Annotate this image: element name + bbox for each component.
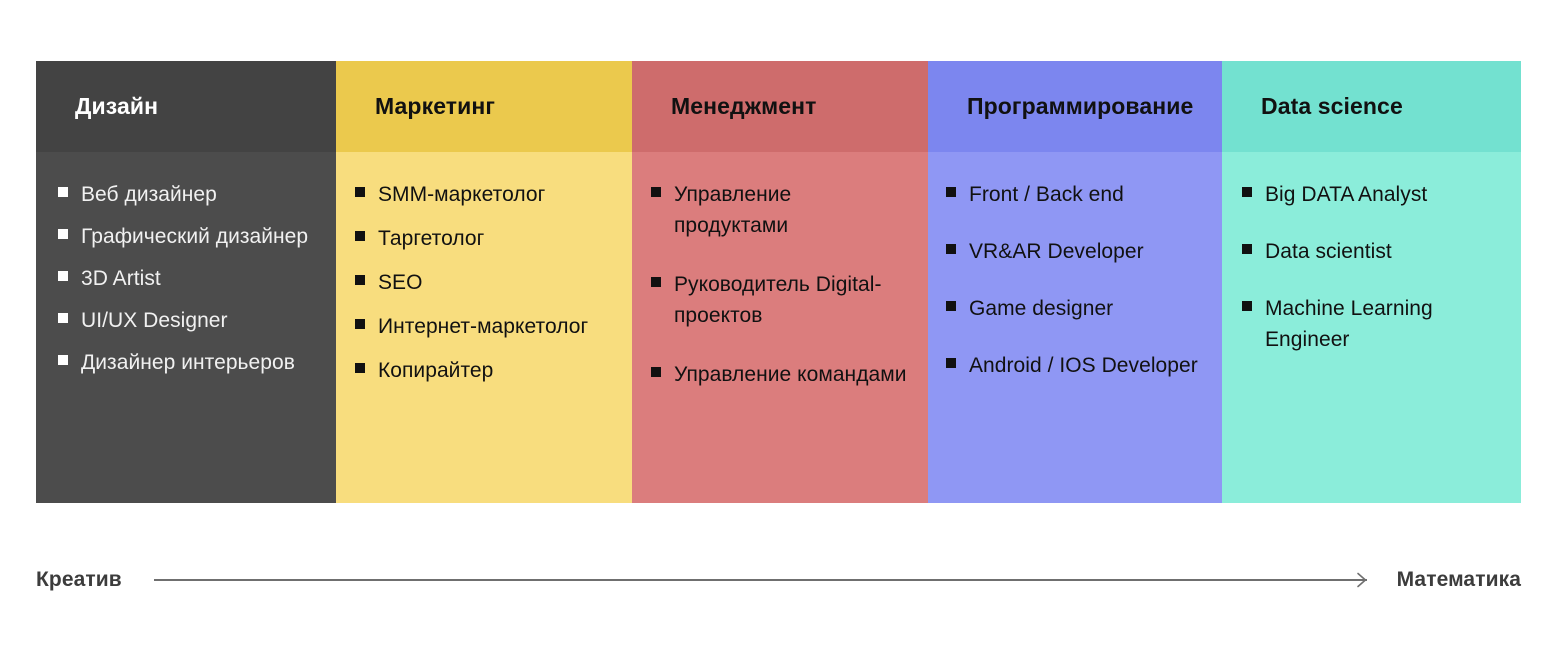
list-item: Управление продуктами — [651, 179, 910, 241]
role-label: Таргетолог — [378, 227, 485, 250]
list-item: Интернет-маркетолог — [355, 311, 624, 342]
bullet-square-icon — [58, 271, 68, 281]
arrow-right-icon — [1356, 572, 1366, 588]
bullet-square-icon — [1242, 187, 1252, 197]
role-list: Big DATA Analyst Data scientist Machine … — [1242, 179, 1509, 355]
role-label: Machine Learning Engineer — [1265, 297, 1433, 351]
list-item: SEO — [355, 267, 624, 298]
list-item: Data scientist — [1242, 236, 1509, 267]
role-label: VR&AR Developer — [969, 240, 1144, 263]
list-item: Game designer — [946, 293, 1208, 324]
role-list: Front / Back end VR&AR Developer Game de… — [946, 179, 1208, 381]
role-label: SMM-маркетолог — [378, 183, 546, 206]
bullet-square-icon — [651, 277, 661, 287]
list-item: Копирайтер — [355, 355, 624, 386]
role-label: Руководитель Digital-проектов — [674, 273, 882, 327]
category-header-design: Дизайн — [36, 61, 336, 152]
bullet-square-icon — [355, 231, 365, 241]
spectrum-axis: Креатив Математика — [36, 556, 1521, 604]
list-item: Графический дизайнер — [58, 221, 320, 252]
bullet-square-icon — [946, 187, 956, 197]
bullet-square-icon — [58, 187, 68, 197]
category-column-marketing: Маркетинг SMM-маркетолог Таргетолог SEO — [336, 61, 632, 503]
bullet-square-icon — [946, 301, 956, 311]
list-item: Big DATA Analyst — [1242, 179, 1509, 210]
bullet-square-icon — [651, 367, 661, 377]
bullet-square-icon — [58, 313, 68, 323]
list-item: UI/UX Designer — [58, 305, 320, 336]
bullet-square-icon — [946, 358, 956, 368]
bullet-square-icon — [355, 319, 365, 329]
bullet-square-icon — [1242, 301, 1252, 311]
bullet-square-icon — [651, 187, 661, 197]
role-label: Графический дизайнер — [81, 225, 309, 248]
category-body-data-science: Big DATA Analyst Data scientist Machine … — [1222, 152, 1521, 503]
role-list: SMM-маркетолог Таргетолог SEO Интернет-м… — [355, 179, 624, 386]
role-label: Data scientist — [1265, 240, 1392, 263]
axis-label-creative: Креатив — [36, 568, 122, 591]
list-item: Front / Back end — [946, 179, 1208, 210]
role-label: Интернет-маркетолог — [378, 315, 589, 338]
list-item: Android / IOS Developer — [946, 350, 1208, 381]
category-body-design: Веб дизайнер Графический дизайнер 3D Art… — [36, 152, 336, 503]
role-label: UI/UX Designer — [81, 309, 228, 332]
role-label: Android / IOS Developer — [969, 354, 1198, 377]
list-item: SMM-маркетолог — [355, 179, 624, 210]
career-categories-table: Дизайн Веб дизайнер Графический дизайнер… — [36, 61, 1521, 503]
category-body-marketing: SMM-маркетолог Таргетолог SEO Интернет-м… — [336, 152, 632, 503]
role-label: Game designer — [969, 297, 1114, 320]
role-label: Веб дизайнер — [81, 183, 217, 206]
axis-label-math: Математика — [1396, 568, 1521, 591]
bullet-square-icon — [355, 363, 365, 373]
category-title: Маркетинг — [375, 92, 496, 119]
category-title: Менеджмент — [671, 92, 817, 119]
category-column-data-science: Data science Big DATA Analyst Data scien… — [1222, 61, 1521, 503]
bullet-square-icon — [946, 244, 956, 254]
role-label: Управление командами — [674, 363, 907, 386]
role-label: Копирайтер — [378, 359, 494, 382]
category-body-management: Управление продуктами Руководитель Digit… — [632, 152, 928, 503]
axis-line-container — [153, 568, 1367, 592]
category-column-programming: Программирование Front / Back end VR&AR … — [928, 61, 1222, 503]
list-item: 3D Artist — [58, 263, 320, 294]
role-label: SEO — [378, 271, 423, 294]
role-list: Веб дизайнер Графический дизайнер 3D Art… — [58, 179, 320, 378]
category-column-design: Дизайн Веб дизайнер Графический дизайнер… — [36, 61, 336, 503]
bullet-square-icon — [1242, 244, 1252, 254]
bullet-square-icon — [355, 187, 365, 197]
category-title: Программирование — [967, 92, 1194, 119]
list-item: Руководитель Digital-проектов — [651, 269, 910, 331]
list-item: Таргетолог — [355, 223, 624, 254]
role-label: 3D Artist — [81, 267, 161, 290]
list-item: Управление командами — [651, 359, 910, 390]
category-body-programming: Front / Back end VR&AR Developer Game de… — [928, 152, 1222, 503]
category-header-data-science: Data science — [1222, 61, 1521, 152]
list-item: VR&AR Developer — [946, 236, 1208, 267]
list-item: Веб дизайнер — [58, 179, 320, 210]
role-label: Управление продуктами — [674, 183, 792, 237]
role-label: Big DATA Analyst — [1265, 183, 1428, 206]
list-item: Дизайнер интерьеров — [58, 347, 320, 378]
role-label: Front / Back end — [969, 183, 1124, 206]
category-header-management: Менеджмент — [632, 61, 928, 152]
category-header-marketing: Маркетинг — [336, 61, 632, 152]
category-title: Дизайн — [75, 92, 159, 119]
bullet-square-icon — [58, 355, 68, 365]
bullet-square-icon — [58, 229, 68, 239]
category-header-programming: Программирование — [928, 61, 1222, 152]
category-title: Data science — [1261, 92, 1403, 119]
bullet-square-icon — [355, 275, 365, 285]
role-label: Дизайнер интерьеров — [81, 351, 295, 374]
category-column-management: Менеджмент Управление продуктами Руковод… — [632, 61, 928, 503]
list-item: Machine Learning Engineer — [1242, 293, 1509, 355]
role-list: Управление продуктами Руководитель Digit… — [651, 179, 910, 390]
axis-line — [153, 579, 1367, 581]
